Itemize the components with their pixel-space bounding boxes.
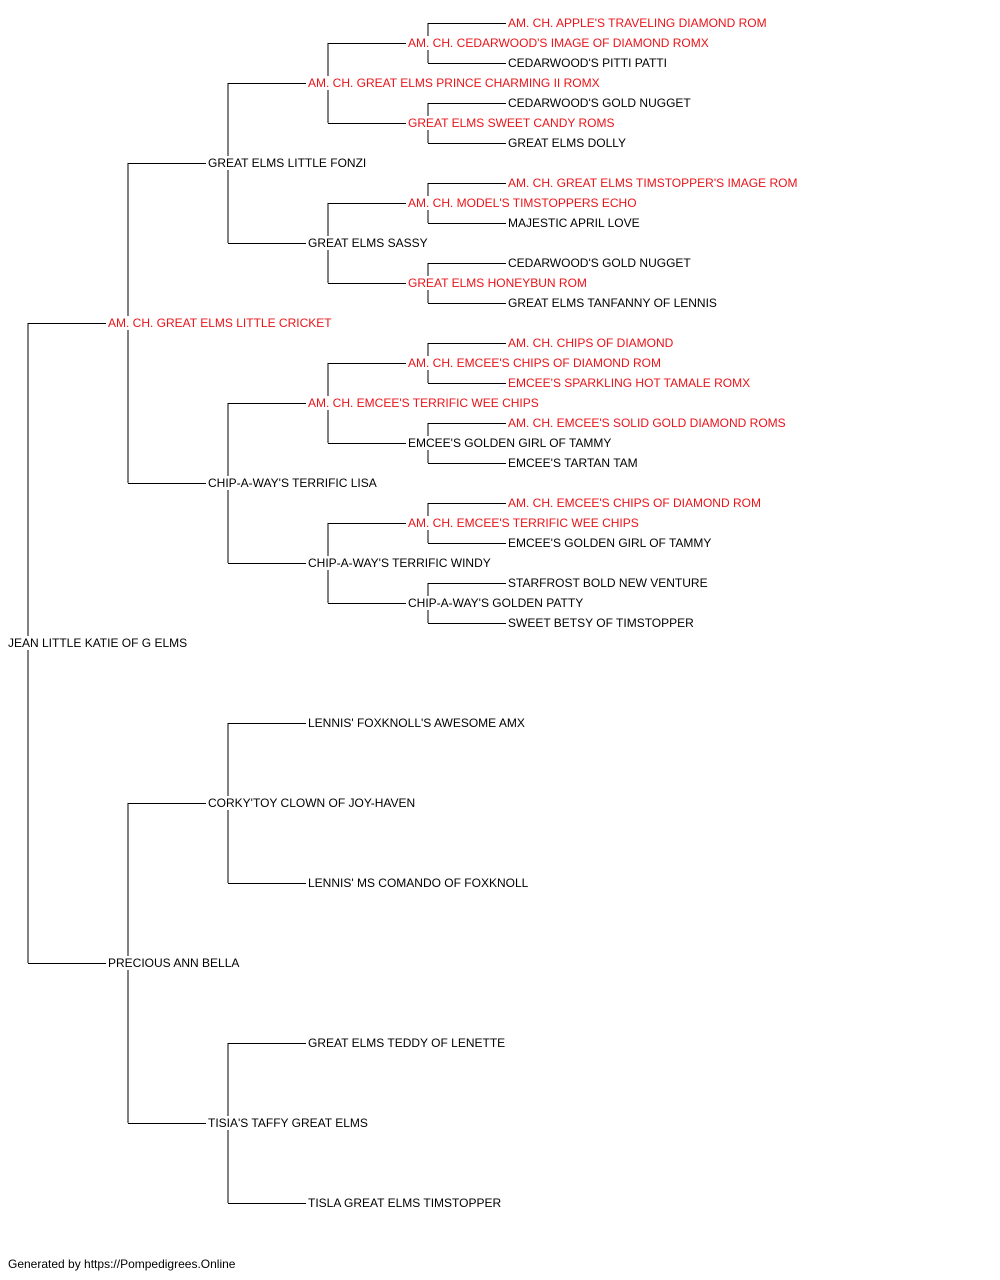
pedigree-entry-tisla-great-elms-timstopper: TISLA GREAT ELMS TIMSTOPPER xyxy=(307,1196,503,1210)
pedigree-entry-precious-ann-bella: PRECIOUS ANN BELLA xyxy=(107,956,241,970)
pedigree-entry-emcee-s-tartan-tam: EMCEE'S TARTAN TAM xyxy=(507,456,639,470)
pedigree-entry-am-ch-chips-of-diamond: AM. CH. CHIPS OF DIAMOND xyxy=(507,336,675,350)
pedigree-entry-cedarwood-s-pitti-patti: CEDARWOOD'S PITTI PATTI xyxy=(507,56,668,70)
pedigree-entry-am-ch-apple-s-traveling-diamond-rom: AM. CH. APPLE'S TRAVELING DIAMOND ROM xyxy=(507,16,768,30)
pedigree-entry-am-ch-great-elms-prince-charming-ii-romx: AM. CH. GREAT ELMS PRINCE CHARMING II RO… xyxy=(307,76,601,90)
pedigree-entry-am-ch-emcee-s-chips-of-diamond-rom: AM. CH. EMCEE'S CHIPS OF DIAMOND ROM xyxy=(507,496,762,510)
pedigree-entry-lennis-foxknoll-s-awesome-amx: LENNIS' FOXKNOLL'S AWESOME AMX xyxy=(307,716,526,730)
pedigree-entry-am-ch-great-elms-timstopper-s-image-rom: AM. CH. GREAT ELMS TIMSTOPPER'S IMAGE RO… xyxy=(507,176,799,190)
pedigree-entry-majestic-april-love: MAJESTIC APRIL LOVE xyxy=(507,216,641,230)
pedigree-entry-starfrost-bold-new-venture: STARFROST BOLD NEW VENTURE xyxy=(507,576,709,590)
pedigree-entry-lennis-ms-comando-of-foxknoll: LENNIS' MS COMANDO OF FOXKNOLL xyxy=(307,876,530,890)
pedigree-entry-cedarwood-s-gold-nugget: CEDARWOOD'S GOLD NUGGET xyxy=(507,256,692,270)
pedigree-entry-emcee-s-golden-girl-of-tammy: EMCEE'S GOLDEN GIRL OF TAMMY xyxy=(407,436,613,450)
pedigree-entry-emcee-s-sparkling-hot-tamale-romx: EMCEE'S SPARKLING HOT TAMALE ROMX xyxy=(507,376,752,390)
pedigree-entry-cedarwood-s-gold-nugget: CEDARWOOD'S GOLD NUGGET xyxy=(507,96,692,110)
pedigree-entry-tisia-s-taffy-great-elms: TISIA'S TAFFY GREAT ELMS xyxy=(207,1116,369,1130)
pedigree-entry-am-ch-cedarwood-s-image-of-diamond-romx: AM. CH. CEDARWOOD'S IMAGE OF DIAMOND ROM… xyxy=(407,36,710,50)
pedigree-entry-great-elms-honeybun-rom: GREAT ELMS HONEYBUN ROM xyxy=(407,276,588,290)
footer-credit: Generated by https://Pompedigrees.Online xyxy=(8,1257,236,1271)
pedigree-entry-am-ch-emcee-s-terrific-wee-chips: AM. CH. EMCEE'S TERRIFIC WEE CHIPS xyxy=(307,396,540,410)
pedigree-entry-am-ch-model-s-timstoppers-echo: AM. CH. MODEL'S TIMSTOPPERS ECHO xyxy=(407,196,638,210)
pedigree-entry-great-elms-little-fonzi: GREAT ELMS LITTLE FONZI xyxy=(207,156,368,170)
pedigree-entry-great-elms-sassy: GREAT ELMS SASSY xyxy=(307,236,429,250)
pedigree-entry-chip-a-way-s-terrific-lisa: CHIP-A-WAY'S TERRIFIC LISA xyxy=(207,476,378,490)
pedigree-entry-chip-a-way-s-terrific-windy: CHIP-A-WAY'S TERRIFIC WINDY xyxy=(307,556,492,570)
pedigree-entry-great-elms-dolly: GREAT ELMS DOLLY xyxy=(507,136,628,150)
pedigree-entry-am-ch-emcee-s-chips-of-diamond-rom: AM. CH. EMCEE'S CHIPS OF DIAMOND ROM xyxy=(407,356,662,370)
pedigree-entry-sweet-betsy-of-timstopper: SWEET BETSY OF TIMSTOPPER xyxy=(507,616,695,630)
pedigree-entry-am-ch-emcee-s-terrific-wee-chips: AM. CH. EMCEE'S TERRIFIC WEE CHIPS xyxy=(407,516,640,530)
pedigree-entry-corky-toy-clown-of-joy-haven: CORKY'TOY CLOWN OF JOY-HAVEN xyxy=(207,796,417,810)
pedigree-entry-great-elms-teddy-of-lenette: GREAT ELMS TEDDY OF LENETTE xyxy=(307,1036,507,1050)
pedigree-entry-jean-little-katie-of-g-elms: JEAN LITTLE KATIE OF G ELMS xyxy=(7,636,189,650)
pedigree-entry-chip-a-way-s-golden-patty: CHIP-A-WAY'S GOLDEN PATTY xyxy=(407,596,585,610)
pedigree-entry-great-elms-sweet-candy-roms: GREAT ELMS SWEET CANDY ROMS xyxy=(407,116,616,130)
pedigree-entry-am-ch-great-elms-little-cricket: AM. CH. GREAT ELMS LITTLE CRICKET xyxy=(107,316,333,330)
pedigree-entry-great-elms-tanfanny-of-lennis: GREAT ELMS TANFANNY OF LENNIS xyxy=(507,296,718,310)
pedigree-entry-am-ch-emcee-s-solid-gold-diamond-roms: AM. CH. EMCEE'S SOLID GOLD DIAMOND ROMS xyxy=(507,416,787,430)
pedigree-entry-emcee-s-golden-girl-of-tammy: EMCEE'S GOLDEN GIRL OF TAMMY xyxy=(507,536,713,550)
